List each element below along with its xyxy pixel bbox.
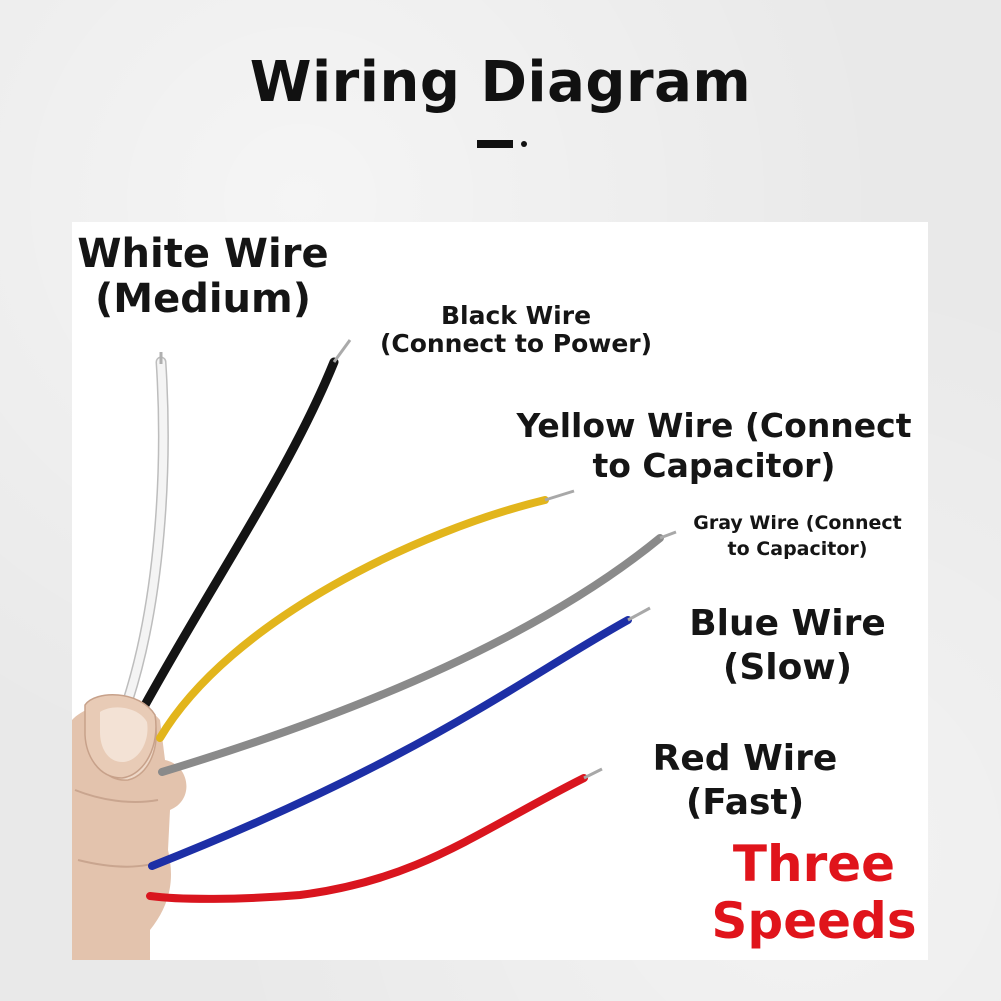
underline-bar — [477, 140, 513, 148]
gray-wire — [158, 534, 664, 776]
gray-wire-tip — [659, 530, 677, 540]
blue-wire-label-line1: Blue Wire — [689, 603, 886, 644]
black-wire-label-line1: Black Wire — [440, 301, 592, 330]
blue-wire-label: Blue Wire (Slow) — [680, 602, 895, 690]
black-wire — [140, 357, 339, 710]
page-title: Wiring Diagram — [249, 50, 752, 115]
yellow-wire-label: Yellow Wire (Connect to Capacitor) — [506, 406, 922, 487]
red-wire-label: Red Wire (Fast) — [645, 737, 845, 825]
red-wire-tip — [583, 767, 603, 780]
yellow-wire-label-line2: to Capacitor) — [592, 446, 836, 486]
white-wire-label-line1: White Wire — [77, 231, 329, 277]
black-wire-label: Black Wire (Connect to Power) — [356, 302, 676, 358]
tagline-line2: Speeds — [711, 891, 917, 950]
red-wire-label-line2: (Fast) — [685, 781, 805, 823]
red-wire — [146, 774, 588, 903]
red-wire-label-line1: Red Wire — [652, 738, 838, 779]
yellow-wire-label-line1: Yellow Wire (Connect — [516, 406, 912, 445]
blue-wire-tip — [627, 606, 651, 622]
white-wire-label: White Wire (Medium) — [72, 232, 334, 322]
tagline-line1: Three — [732, 835, 896, 893]
black-wire-tip — [332, 339, 352, 363]
underline-dot — [521, 141, 527, 147]
gray-wire-label-line2: to Capacitor) — [727, 537, 868, 560]
yellow-wire-tip — [544, 489, 575, 502]
yellow-wire — [156, 496, 549, 742]
gray-wire-label-line1: Gray Wire (Connect — [693, 512, 902, 534]
blue-wire-label-line2: (Slow) — [722, 646, 853, 688]
white-wire-label-line2: (Medium) — [95, 275, 311, 322]
gray-wire-label: Gray Wire (Connect to Capacitor) — [675, 511, 920, 562]
blue-wire — [148, 616, 632, 870]
three-speeds-tagline: Three Speeds — [700, 836, 928, 949]
black-wire-label-line2: (Connect to Power) — [379, 329, 653, 358]
title-underline-mark — [477, 140, 537, 150]
